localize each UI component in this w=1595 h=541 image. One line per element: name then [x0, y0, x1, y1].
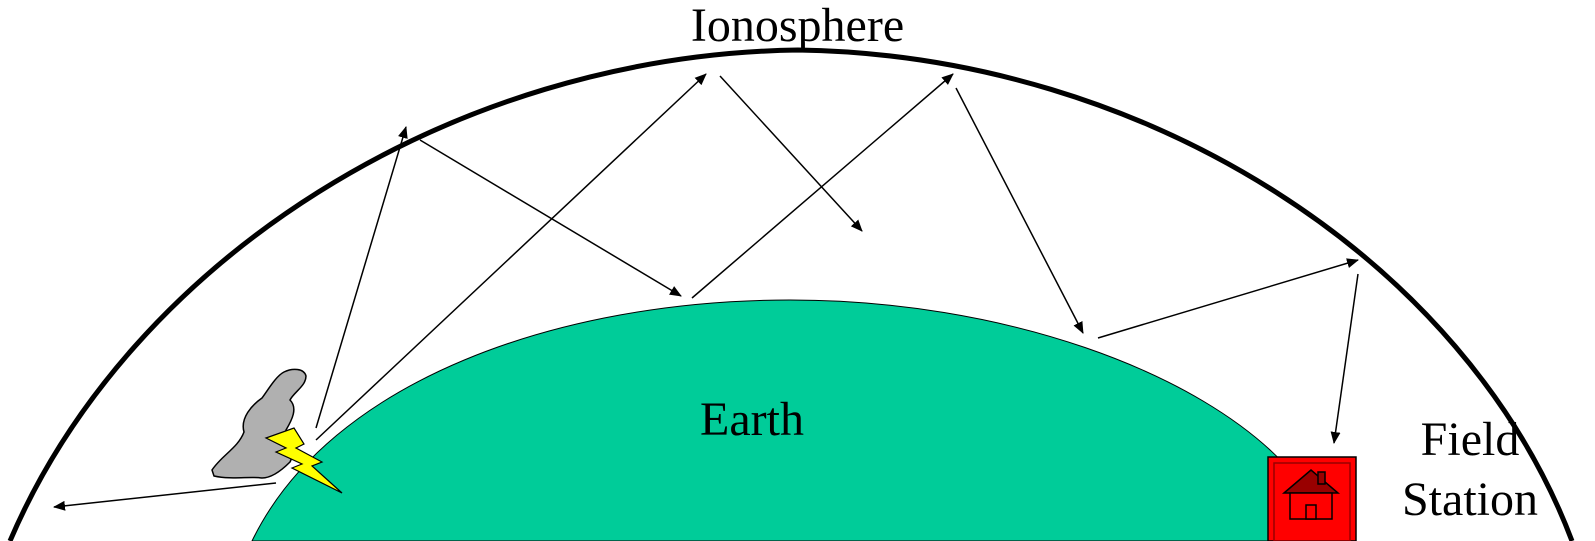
house-icon [1281, 469, 1341, 520]
ionosphere-label: Ionosphere [690, 0, 905, 52]
earth-label: Earth [700, 393, 804, 446]
ionosphere-arc [7, 47, 1575, 541]
ray-up-steep [315, 126, 408, 429]
ray-up-from-earth [691, 73, 954, 299]
ray-up-long [315, 73, 707, 441]
ray-up-third [1097, 258, 1359, 339]
field-station-label: Field Station [1380, 410, 1560, 530]
ray-down-partial [719, 75, 863, 232]
radio-wave-paths [53, 73, 1359, 511]
ray-down-to-station [1330, 273, 1359, 444]
lightning-bolt-icon [264, 427, 343, 494]
ray-ground-wave-left [53, 482, 277, 511]
ray-down-second-bounce [955, 87, 1084, 334]
earth-shape [251, 299, 1291, 541]
field-station-label-line1: Field [1420, 413, 1520, 466]
ray-down-from-first-bounce [419, 139, 682, 297]
field-station-label-line2: Station [1401, 473, 1538, 526]
station-box-inner [1273, 462, 1351, 541]
storm-cloud-icon [211, 368, 307, 479]
field-station [1267, 456, 1357, 541]
